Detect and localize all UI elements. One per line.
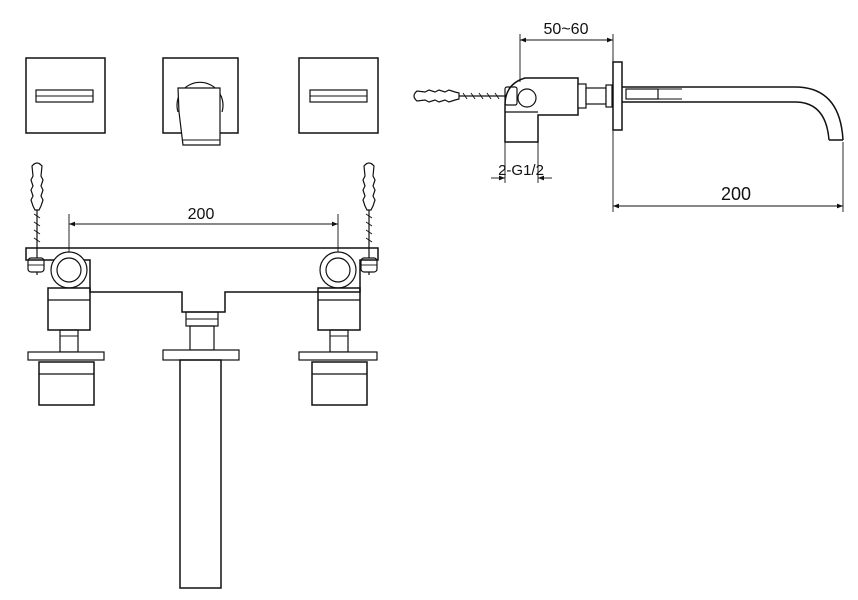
right-wall-anchor bbox=[360, 162, 378, 275]
left-handle-plate bbox=[25, 57, 106, 134]
right-handle-plate bbox=[298, 57, 379, 134]
side-elevation: 50~60 2-G1/2 200 bbox=[413, 21, 844, 212]
left-wall-anchor bbox=[27, 162, 45, 275]
left-valve bbox=[27, 287, 105, 406]
cover-plates-view bbox=[25, 57, 379, 146]
spout-reach-dimension: 200 bbox=[612, 130, 844, 212]
center-spout bbox=[162, 311, 240, 589]
inlet-thread-dimension: 2-G1/2 bbox=[491, 142, 552, 183]
front-spacing-label: 200 bbox=[188, 206, 215, 223]
spout-reach-label: 200 bbox=[721, 184, 751, 204]
front-spacing-dimension: 200 bbox=[68, 206, 339, 252]
left-inlet-ring bbox=[50, 251, 88, 289]
wall-depth-dimension: 50~60 bbox=[519, 21, 614, 82]
wall-depth-label: 50~60 bbox=[544, 21, 589, 38]
front-elevation: 200 bbox=[25, 162, 379, 589]
right-inlet-ring bbox=[319, 251, 357, 289]
side-wall-anchor bbox=[413, 86, 518, 106]
side-curved-spout bbox=[622, 86, 844, 141]
right-valve bbox=[298, 287, 378, 406]
mounting-body bbox=[25, 247, 379, 313]
side-wall-plate bbox=[612, 61, 623, 131]
inlet-thread-label: 2-G1/2 bbox=[498, 162, 544, 179]
spout-plate bbox=[162, 57, 239, 146]
side-valve-body bbox=[504, 77, 613, 143]
